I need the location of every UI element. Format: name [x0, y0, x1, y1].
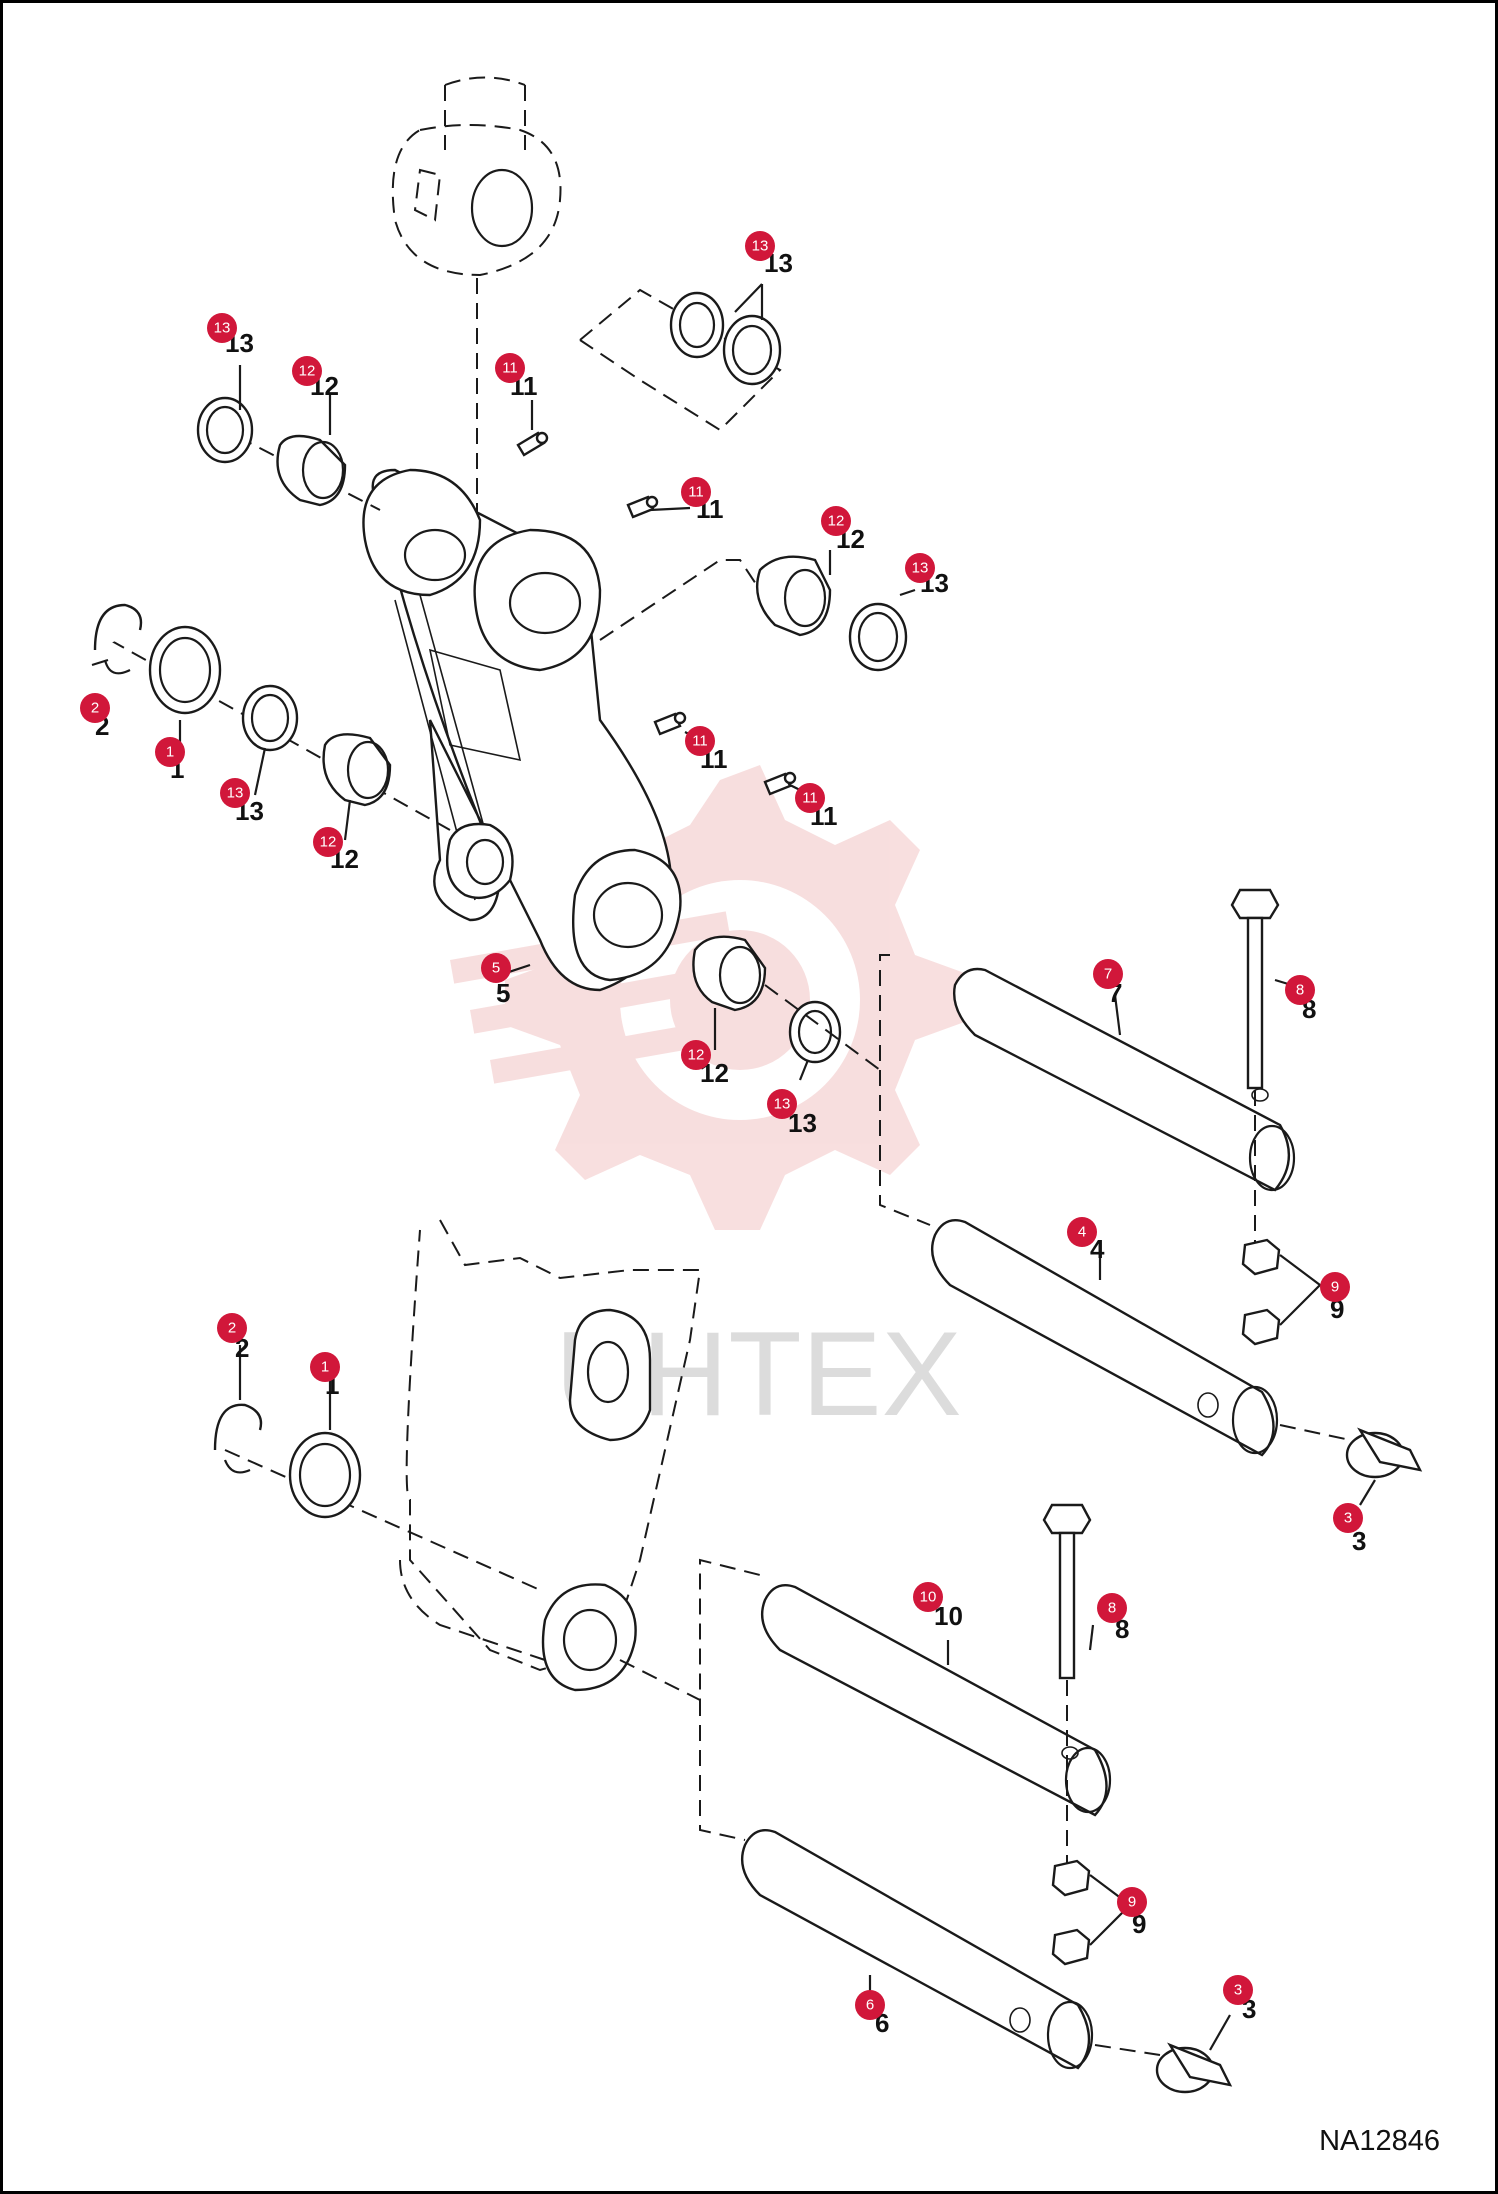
pin-7 [953, 967, 1296, 1192]
boom-phantom [399, 1219, 702, 1692]
svg-text:11: 11 [688, 484, 704, 501]
bushing-12-left-mid [322, 733, 392, 807]
svg-text:1: 1 [166, 744, 174, 761]
callout-10: 10 10 [913, 1582, 963, 1631]
svg-text:13: 13 [774, 1096, 791, 1113]
callout-2-a: 2 2 [80, 693, 110, 741]
svg-text:5: 5 [492, 960, 500, 977]
callout-12-a: 12 12 [292, 356, 339, 401]
svg-text:9: 9 [1128, 1894, 1136, 1911]
callout-13-d: 13 13 [220, 778, 264, 826]
svg-text:12: 12 [828, 513, 845, 530]
svg-text:11: 11 [802, 790, 818, 807]
callout-9-b: 9 9 [1117, 1887, 1147, 1939]
svg-text:13: 13 [227, 785, 244, 802]
callout-13-b: 13 13 [207, 313, 254, 358]
svg-text:6: 6 [866, 1997, 874, 2014]
bushing-12-right-upper [755, 555, 832, 637]
svg-text:2: 2 [228, 1320, 236, 1337]
svg-text:3: 3 [1344, 1510, 1352, 1527]
leader-lines [91, 283, 1376, 2051]
grease-fitting-11-a [516, 431, 549, 457]
svg-text:4: 4 [1078, 1224, 1086, 1241]
svg-text:12: 12 [320, 834, 337, 851]
washer-1-upper [148, 625, 222, 715]
callout-9-a: 9 9 [1320, 1272, 1350, 1324]
seal-ring-13-upper-a [669, 291, 725, 359]
snap-ring-2-lower [213, 1403, 263, 1474]
drawing-code: NA12846 [1319, 2125, 1440, 2157]
callout-2-b: 2 2 [217, 1313, 249, 1363]
nut-9-lower-a [1051, 1859, 1091, 1897]
bolt-8-upper [1230, 888, 1280, 1245]
seal-ring-13-right-upper [848, 602, 908, 672]
nut-9-upper-b [1241, 1308, 1281, 1346]
callout-12-d: 12 12 [681, 1040, 729, 1088]
svg-text:1: 1 [321, 1359, 329, 1376]
grease-fitting-11-b [626, 495, 659, 519]
callout-3-b: 3 3 [1223, 1975, 1256, 2024]
svg-text:13: 13 [912, 560, 929, 577]
callout-12-c: 12 12 [313, 827, 359, 874]
seal-ring-13-upper-b [722, 314, 782, 386]
snap-ring-2-upper [93, 603, 143, 675]
cylinder-rod-end-phantom [391, 76, 562, 540]
callout-8-b: 8 8 [1097, 1593, 1129, 1644]
svg-text:13: 13 [752, 238, 769, 255]
svg-text:12: 12 [299, 363, 316, 380]
nut-9-lower-b [1051, 1928, 1091, 1966]
bushing-12-lower [692, 935, 767, 1012]
callout-11-a: 11 11 [495, 353, 538, 401]
svg-text:3: 3 [1234, 1982, 1242, 1999]
svg-text:8: 8 [1115, 1614, 1129, 1644]
washer-1-lower [288, 1431, 362, 1519]
callout-7: 7 7 [1093, 959, 1123, 1008]
callout-11-d: 11 11 [795, 783, 838, 831]
svg-text:8: 8 [1296, 982, 1304, 999]
nut-9-upper-a [1241, 1238, 1281, 1276]
link-arm [362, 468, 682, 992]
svg-text:13: 13 [214, 320, 231, 337]
callout-12-b: 12 12 [821, 506, 865, 554]
callout-13-a: 13 13 [745, 231, 793, 278]
callout-11-b: 11 11 [681, 477, 724, 524]
svg-text:3: 3 [1352, 1526, 1366, 1556]
grease-fitting-11-c [653, 711, 687, 736]
svg-text:11: 11 [692, 733, 708, 750]
seal-ring-13-lower [788, 1000, 842, 1064]
callout-11-c: 11 11 [685, 726, 728, 774]
callout-5: 5 5 [481, 953, 511, 1008]
svg-text:2: 2 [91, 700, 99, 717]
svg-text:5: 5 [496, 978, 510, 1008]
callout-8-a: 8 8 [1285, 975, 1316, 1024]
svg-text:11: 11 [502, 360, 518, 377]
svg-text:4: 4 [1090, 1234, 1105, 1264]
callout-6: 6 6 [855, 1990, 889, 2038]
pin-6 [740, 1828, 1094, 2070]
callout-3-a: 3 3 [1333, 1503, 1366, 1556]
bushing-12-left-upper [276, 434, 347, 507]
linch-pin-3-lower [1155, 2042, 1233, 2094]
svg-text:7: 7 [1104, 966, 1112, 983]
svg-text:9: 9 [1331, 1279, 1339, 1296]
svg-text:10: 10 [920, 1589, 937, 1606]
linch-pin-3-upper [1345, 1427, 1423, 1479]
bolt-8-lower [1042, 1503, 1092, 1870]
callout-13-e: 13 13 [767, 1089, 817, 1138]
svg-text:8: 8 [1108, 1600, 1116, 1617]
grease-fitting-11-d [763, 771, 797, 796]
callout-1-b: 1 1 [310, 1352, 340, 1400]
callout-13-c: 13 13 [905, 553, 949, 598]
svg-text:12: 12 [688, 1047, 705, 1064]
callout-1-a: 1 1 [155, 737, 185, 784]
callout-4: 4 4 [1067, 1217, 1105, 1264]
seal-ring-13-left-upper [196, 396, 254, 464]
pin-4 [930, 1218, 1279, 1457]
seal-ring-13-left-mid [241, 684, 299, 752]
